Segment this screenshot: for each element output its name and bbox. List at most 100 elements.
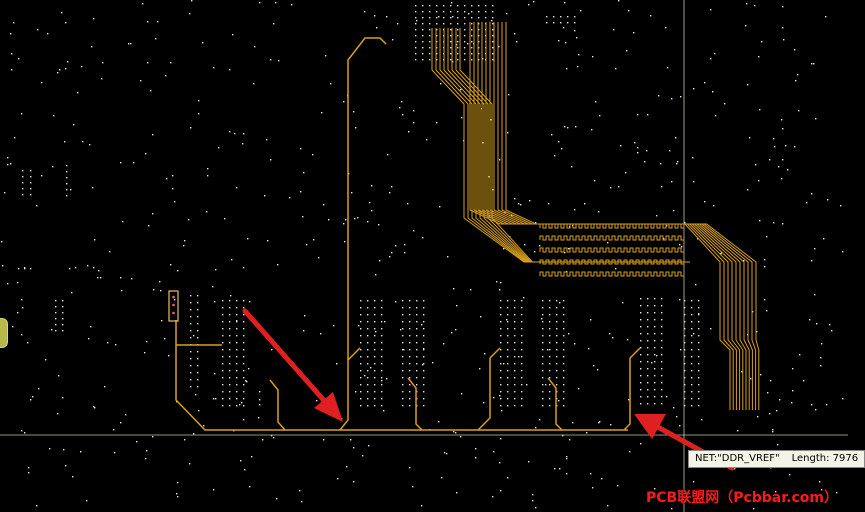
via-dot: [684, 356, 686, 358]
via-dot: [247, 238, 249, 240]
via-dot: [542, 370, 544, 372]
via-dot: [546, 16, 548, 18]
ddr-vref-net[interactable]: [175, 37, 641, 431]
via-dot: [640, 298, 642, 300]
via-dot: [415, 29, 417, 31]
via-dot: [661, 186, 663, 188]
bus-trace[interactable]: [473, 22, 734, 410]
via-dot: [374, 300, 376, 302]
bus-trace[interactable]: [469, 22, 731, 410]
bus-trace[interactable]: [497, 22, 753, 410]
via-dot: [165, 75, 167, 77]
via-dot: [541, 318, 543, 320]
bus-trace[interactable]: [501, 22, 757, 410]
bus-trace[interactable]: [493, 22, 750, 410]
via-dot: [514, 307, 516, 309]
via-dot: [556, 377, 558, 379]
ddr-data-bus[interactable]: [431, 22, 760, 410]
via-dot: [714, 53, 716, 55]
via-dot: [693, 481, 695, 483]
via-dot: [514, 377, 516, 379]
via-dot: [640, 375, 642, 377]
via-dot: [680, 96, 682, 98]
via-dot: [120, 422, 122, 424]
via-dot: [367, 307, 369, 309]
via-dot: [416, 349, 418, 351]
via-dot: [429, 23, 431, 25]
via-dot: [65, 68, 67, 70]
via-dot: [236, 370, 238, 372]
via-dot: [574, 30, 576, 32]
via-dot: [549, 377, 551, 379]
via-dot: [453, 288, 455, 290]
via-dot: [222, 405, 224, 407]
via-dot: [560, 16, 562, 18]
via-dot: [556, 314, 558, 316]
pad-icon: [172, 311, 175, 315]
bus-trace[interactable]: [489, 22, 747, 410]
via-dot: [542, 342, 544, 344]
via-dot: [647, 114, 649, 116]
via-dot: [243, 314, 245, 316]
via-dot: [243, 398, 245, 400]
via-dot: [556, 335, 558, 337]
via-dot: [367, 335, 369, 337]
via-dot: [190, 379, 192, 381]
via-dot: [190, 323, 192, 325]
via-dot: [548, 203, 550, 205]
via-dot: [336, 363, 338, 365]
via-dot: [633, 32, 635, 34]
via-dot: [395, 245, 397, 247]
via-dot: [240, 460, 242, 462]
via-dot: [539, 419, 541, 421]
via-dot: [444, 452, 446, 454]
via-dot: [415, 59, 417, 61]
via-dot: [304, 315, 306, 317]
via-dot: [675, 137, 677, 139]
serpentine-trace[interactable]: [539, 271, 684, 277]
vref-stub-2: [347, 347, 361, 361]
via-dot: [507, 405, 509, 407]
via-dot: [773, 222, 775, 224]
via-dot: [554, 468, 556, 470]
via-dot: [831, 330, 833, 332]
via-dot: [66, 171, 68, 173]
via-dot: [166, 178, 168, 180]
via-dot: [422, 53, 424, 55]
via-dot: [455, 329, 457, 331]
serpentine-trace[interactable]: [539, 235, 684, 241]
via-dot: [197, 330, 199, 332]
via-dot: [360, 321, 362, 323]
via-dot: [564, 252, 566, 254]
via-dot: [464, 23, 466, 25]
component-outline[interactable]: [168, 290, 179, 322]
bus-trace[interactable]: [481, 22, 741, 410]
serpentine-trace[interactable]: [539, 247, 684, 253]
serpentine-trace[interactable]: [539, 223, 684, 229]
bus-trace[interactable]: [477, 22, 737, 410]
via-dot: [229, 363, 231, 365]
via-dot: [521, 363, 523, 365]
via-dot: [423, 307, 425, 309]
via-dot: [313, 239, 315, 241]
via-dot: [197, 302, 199, 304]
side-panel-tab[interactable]: [0, 318, 8, 348]
serpentine-trace[interactable]: [539, 259, 684, 265]
bus-trace[interactable]: [485, 22, 744, 410]
bus-trace[interactable]: [505, 22, 760, 410]
via-dot: [787, 169, 789, 171]
bus-trace[interactable]: [459, 28, 690, 263]
via-dot: [353, 111, 355, 113]
via-dot: [402, 321, 404, 323]
via-dot: [684, 370, 686, 372]
via-dot: [542, 328, 544, 330]
via-dot: [549, 356, 551, 358]
via-dot: [758, 56, 760, 58]
via-dot: [443, 17, 445, 19]
via-dot: [222, 307, 224, 309]
via-dot: [457, 53, 459, 55]
via-dot: [142, 3, 144, 5]
via-dot: [236, 391, 238, 393]
